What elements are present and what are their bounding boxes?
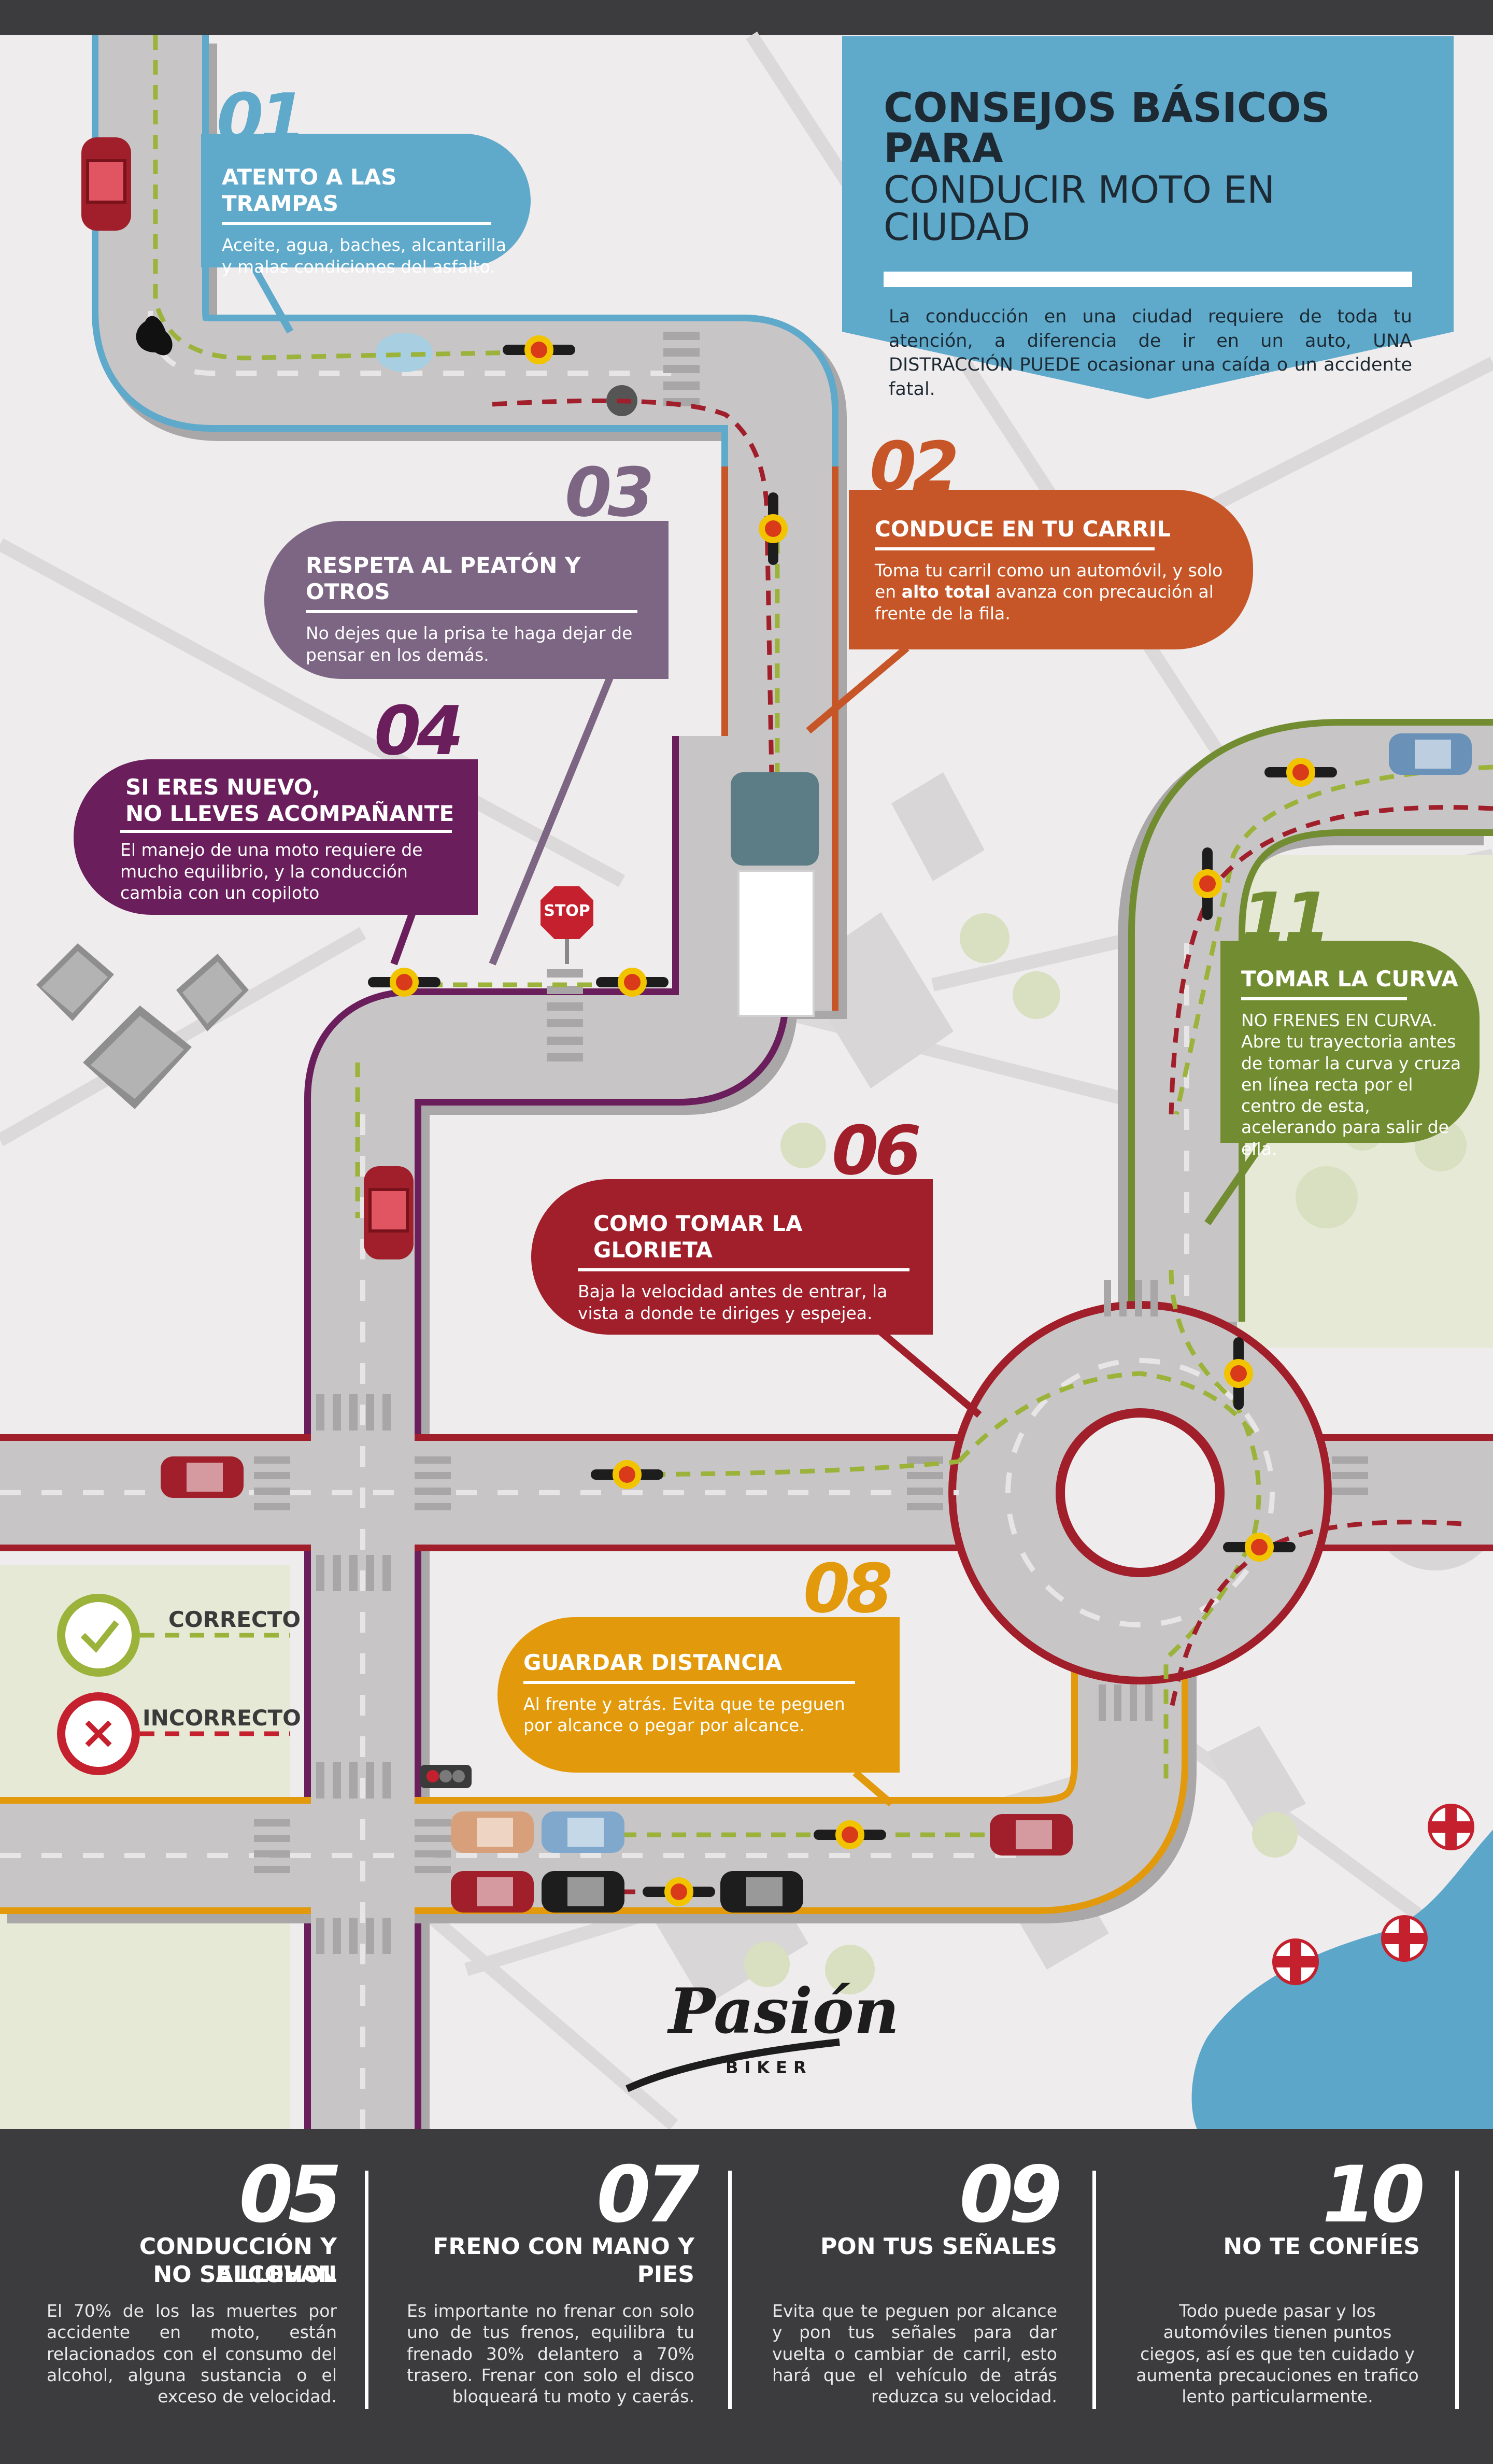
tip-06-text: Baja la velocidad antes de entrar, la vi… xyxy=(578,1281,888,1323)
logo-word: Pasión xyxy=(669,1975,900,2048)
header-banner: CONSEJOS BÁSICOS PARA CONDUCIR MOTO EN C… xyxy=(842,36,1454,400)
crosswalks xyxy=(254,332,1368,1954)
logo-sub: BIKER xyxy=(726,2058,813,2077)
tip-01-text: Aceite, agua, baches, alcantarilla y mal… xyxy=(222,235,506,277)
tip-11: 11 TOMAR LA CURVA NO FRENES EN CURVA. Ab… xyxy=(1220,884,1480,1159)
tip-11-title: TOMAR LA CURVA xyxy=(1241,966,1458,992)
stop-sign-label: STOP xyxy=(544,902,590,920)
tip-08-title: GUARDAR DISTANCIA xyxy=(523,1650,783,1675)
tip-03-text: No dejes que la prisa te haga dejar de p… xyxy=(306,623,633,665)
tip-04: 04 SI ERES NUEVO, NO LLEVES ACOMPAÑANTE … xyxy=(74,697,478,915)
tip-04-title-line2: NO LLEVES ACOMPAÑANTE xyxy=(125,801,454,827)
footer-tip-09-title: PON TUS SEÑALES xyxy=(820,2233,1057,2260)
footer-divider xyxy=(728,2171,732,2409)
tip-11-text: NO FRENES EN CURVA. Abre tu trayectoria … xyxy=(1241,1010,1461,1159)
tip-02-title: CONDUCE EN TU CARRIL xyxy=(875,516,1171,542)
callout-pointers xyxy=(240,247,1268,1807)
footer-tip-05-title-line2: NO SE LLEVAN xyxy=(153,2261,337,2288)
tip-04-title-line1: SI ERES NUEVO, xyxy=(125,774,320,800)
beach-umbrellas xyxy=(1272,1804,1474,1985)
tip-01-title: ATENTO A LAS TRAMPAS xyxy=(222,164,397,217)
tip-04-rule xyxy=(120,830,452,833)
legend-correct-label: CORRECTO xyxy=(168,1607,301,1632)
tip-04-text: El manejo de una moto requiere de mucho … xyxy=(120,840,423,903)
tip-06-rule xyxy=(578,1268,909,1272)
top-bar xyxy=(0,0,1493,35)
tip-11-rule xyxy=(1241,997,1407,1001)
tip-02-rule xyxy=(875,547,1155,551)
tip-02-bold: alto total xyxy=(901,582,991,602)
main-title: CONSEJOS BÁSICOS PARA xyxy=(884,85,1330,172)
tip-04-number: 04 xyxy=(374,691,464,770)
intro-text: La conducción en una ciudad requiere de … xyxy=(889,306,1412,400)
tip-06-title: COMO TOMAR LA GLORIETA xyxy=(593,1211,803,1263)
tip-03-rule xyxy=(306,610,637,614)
tip-08-number: 08 xyxy=(803,1549,893,1628)
tip-03-title: RESPETA AL PEATÓN Y OTROS xyxy=(306,553,581,605)
tip-01-number: 01 xyxy=(217,79,306,158)
tip-02-number: 02 xyxy=(870,427,959,506)
tip-08-rule xyxy=(523,1681,855,1684)
title-rule xyxy=(884,272,1412,287)
brand-logo: Pasión BIKER xyxy=(622,1964,899,2099)
tip-02-text: Toma tu carril como un automóvil, y solo… xyxy=(875,560,1223,624)
tip-01-rule xyxy=(222,222,491,225)
main-subtitle: CONDUCIR MOTO EN CIUDAD xyxy=(884,168,1275,249)
footer-tip-09-text: Evita que te peguen por alcance y pon tu… xyxy=(772,2301,1057,2406)
footer-tip-07-number: 07 xyxy=(596,2150,700,2240)
footer-tip-05-number: 05 xyxy=(239,2150,342,2240)
footer-tip-05-title-line1: CONDUCCIÓN Y ALCOHOL xyxy=(139,2233,337,2288)
tip-06: 06 COMO TOMAR LA GLORIETA Baja la veloci… xyxy=(531,1117,933,1335)
footer-tips: 05 CONDUCCIÓN Y ALCOHOL NO SE LLEVAN El … xyxy=(0,2129,1493,2464)
trajectories xyxy=(153,35,1493,1894)
footer-divider xyxy=(1455,2171,1459,2409)
legend-incorrect-label: INCORRECTO xyxy=(143,1705,301,1731)
footer-divider xyxy=(365,2171,368,2409)
vehicles xyxy=(81,137,1472,1913)
tip-06-number: 06 xyxy=(832,1111,921,1190)
footer-tip-05-text: El 70% de los las muertes por accidente … xyxy=(47,2301,337,2406)
city-map-illustration xyxy=(0,31,1493,2129)
footer-tip-10-title: NO TE CONFÍES xyxy=(1223,2233,1420,2260)
water xyxy=(1191,1830,1493,2129)
footer-tip-07-text: Es importante no frenar con solo uno de … xyxy=(407,2301,694,2406)
legend-markers xyxy=(57,1594,290,1775)
tip-03-number: 03 xyxy=(565,453,655,532)
roundabout xyxy=(948,1301,1332,1684)
footer-tip-10-text: Todo puede pasar y los automóviles tiene… xyxy=(1136,2301,1419,2406)
buildings xyxy=(36,943,249,1109)
tip-08: 08 GUARDAR DISTANCIA Al frente y atrás. … xyxy=(497,1555,900,1773)
footer-tip-07-title: FRENO CON MANO Y PIES xyxy=(433,2233,694,2288)
footer-divider xyxy=(1092,2171,1096,2409)
tip-03: 03 RESPETA AL PEATÓN Y OTROS No dejes qu… xyxy=(264,459,669,679)
stop-sign xyxy=(541,886,593,964)
tip-08-text: Al frente y atrás. Evita que te peguen p… xyxy=(523,1694,845,1736)
tip-02: 02 CONDUCE EN TU CARRIL Toma tu carril c… xyxy=(849,433,1253,649)
footer-tip-09-number: 09 xyxy=(959,2150,1062,2240)
traffic-light xyxy=(420,1765,472,1788)
footer-tip-10-number: 10 xyxy=(1322,2150,1425,2240)
tip-11-number: 11 xyxy=(1241,878,1331,957)
tip-01: 01 ATENTO A LAS TRAMPAS Aceite, agua, ba… xyxy=(201,84,531,277)
